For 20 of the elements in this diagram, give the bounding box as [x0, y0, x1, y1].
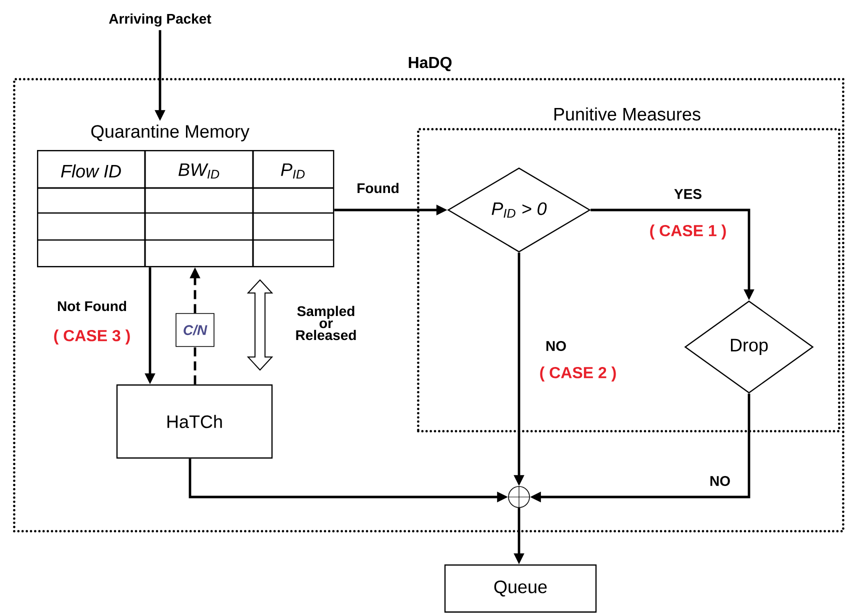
label-box: C/N — [176, 313, 214, 347]
case-label: ( CASE 2 ) — [540, 366, 616, 382]
group-title: HaDQ — [408, 56, 452, 72]
column-header: P$_{ID}$ — [281, 163, 305, 179]
process-box: Queue — [444, 564, 597, 613]
process-box: HaTCh — [116, 384, 273, 459]
column-header: Flow ID — [61, 164, 121, 178]
case-label: ( CASE 1 ) — [650, 224, 726, 240]
edge-label: Not Found — [56, 300, 128, 312]
edge-label: Found — [356, 182, 400, 194]
case-label: ( CASE 3 ) — [54, 330, 130, 344]
edge-label: NO — [544, 340, 568, 352]
input-label: Arriving Packet — [109, 13, 212, 27]
edge-label: NO — [708, 475, 732, 487]
table-title: Quarantine Memory — [91, 124, 250, 142]
group-title: Punitive Measures — [554, 107, 700, 121]
edge-label: YES — [673, 188, 703, 200]
summing-junction — [508, 486, 530, 508]
note-text: Sampled or Released — [296, 306, 356, 340]
column-header: BW$_{ID}$ — [178, 163, 220, 179]
